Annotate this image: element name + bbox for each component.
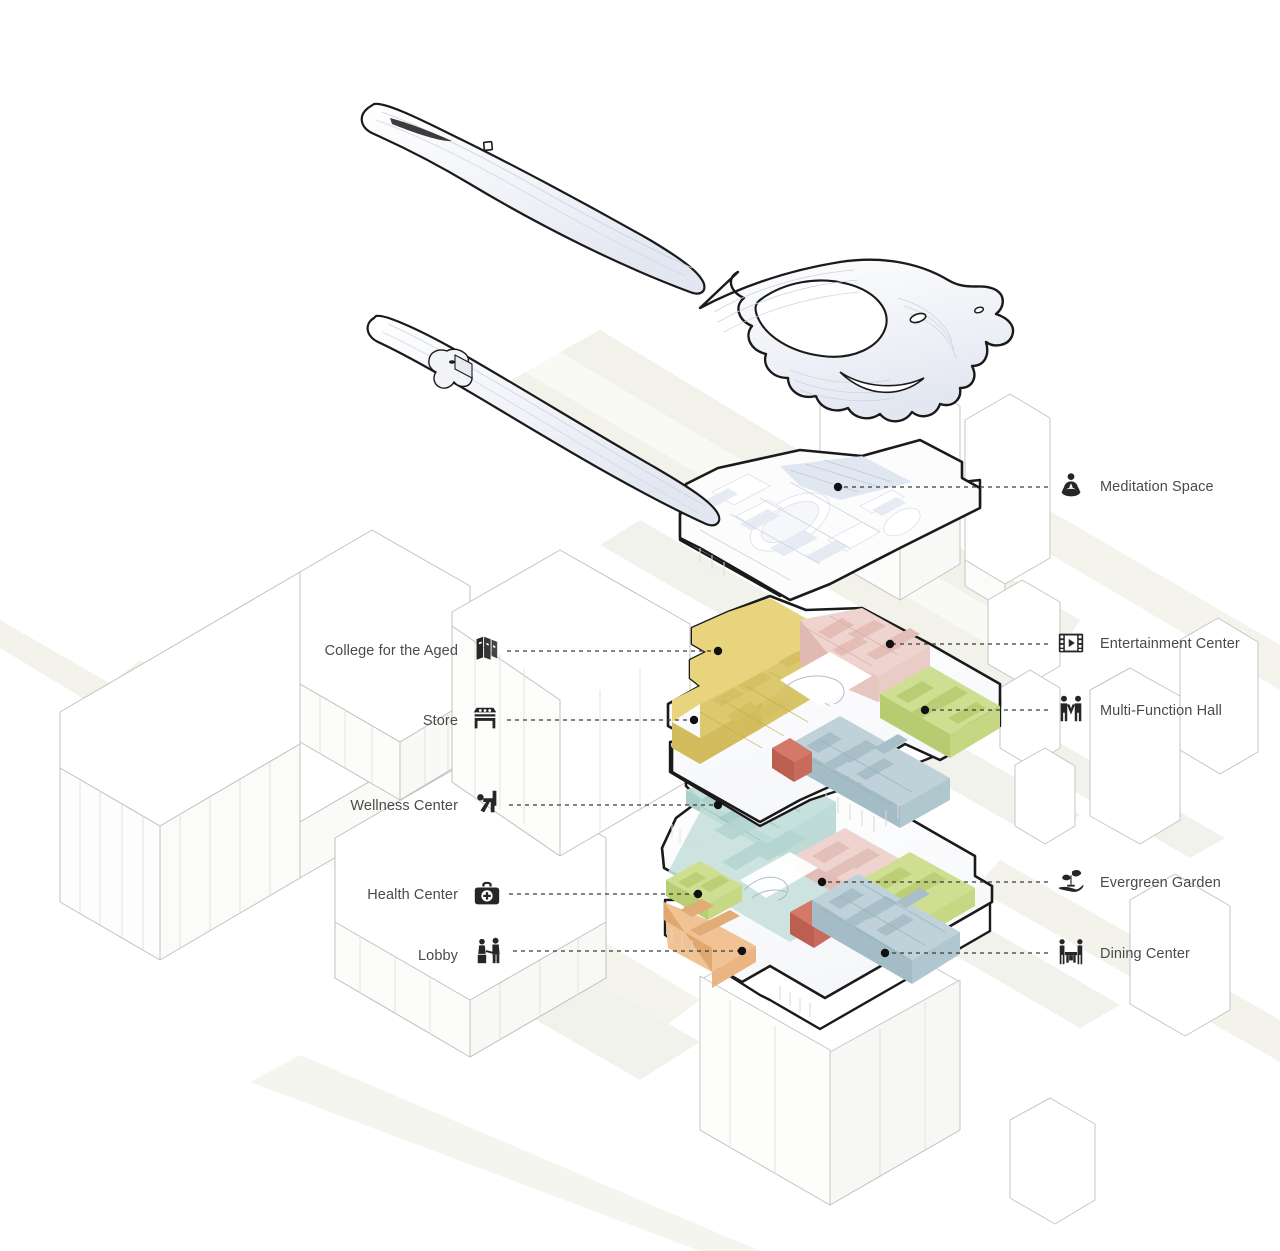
annotation-label-text-evergreen-garden: Evergreen Garden (1100, 875, 1221, 891)
zone-college-and-store (672, 598, 831, 764)
annotation-label-wellness-center[interactable]: Wellness Center (0, 799, 458, 814)
leader-dot-health-center (693, 889, 703, 899)
annotation-label-entertainment-center[interactable]: Entertainment Center (1100, 637, 1240, 652)
leader-dot-evergreen-garden (817, 877, 827, 887)
leader-dot-meditation-space (833, 482, 843, 492)
zone-red-core-middle (772, 738, 812, 782)
roof-oculus-tiny (973, 306, 985, 314)
leader-dot-entertainment-center (885, 639, 895, 649)
annotation-label-dining-center[interactable]: Dining Center (1100, 947, 1190, 962)
roof-tail-slot (390, 118, 452, 142)
books-icon (470, 633, 504, 667)
annotation-label-multi-function-hall[interactable]: Multi-Function Hall (1100, 704, 1222, 719)
annotation-label-text-meditation-space: Meditation Space (1100, 479, 1214, 495)
annotation-label-text-store: Store (422, 713, 458, 729)
annotation-label-text-health-center: Health Center (367, 887, 458, 903)
central-atrium-middle (780, 652, 872, 706)
annotation-label-college-for-the-aged[interactable]: College for the Aged (0, 644, 458, 659)
yoga-icon (472, 787, 506, 821)
annotation-label-text-lobby: Lobby (417, 948, 458, 964)
shop-icon (470, 703, 504, 737)
annotation-label-text-college-for-the-aged: College for the Aged (324, 643, 458, 659)
annotation-label-text-dining-center: Dining Center (1100, 946, 1190, 962)
zone-multi-function-hall (880, 666, 1000, 758)
context-buildings-left (59, 529, 691, 1058)
zone-green-left (666, 861, 742, 920)
leader-dot-lobby (737, 946, 747, 956)
leader-dot-store (689, 715, 699, 725)
plate-edge-ribs-upper (699, 548, 725, 576)
central-atrium-ground (740, 852, 818, 898)
roof-crescent-void (839, 371, 925, 394)
walkway-pavilion-node (428, 348, 473, 389)
plate-edge-ribs-middle (825, 790, 899, 832)
annotation-label-text-entertainment-center: Entertainment Center (1100, 636, 1240, 652)
leader-dot-wellness-center (713, 800, 723, 810)
zone-meditation-space (780, 456, 912, 500)
annotation-label-text-multi-function-hall: Multi-Function Hall (1100, 703, 1222, 719)
annotation-label-meditation-space[interactable]: Meditation Space (1100, 480, 1214, 495)
film-icon (1056, 628, 1090, 662)
meditation-icon (1056, 471, 1090, 505)
medical-bag-icon (472, 879, 506, 913)
people-hall-icon (1056, 694, 1090, 728)
atrium-curve-middle (781, 675, 845, 705)
annotation-label-health-center[interactable]: Health Center (0, 888, 458, 903)
reception-icon (474, 936, 508, 970)
upper-line-detail (699, 481, 881, 581)
annotation-label-lobby[interactable]: Lobby (0, 949, 458, 964)
roof-oculus-small (909, 312, 927, 324)
leader-endpoint-dots (689, 482, 930, 958)
dining-icon (1056, 937, 1090, 971)
canopy-roof (360, 102, 1015, 527)
leader-dot-dining-center (880, 948, 890, 958)
annotation-label-evergreen-garden[interactable]: Evergreen Garden (1100, 876, 1221, 891)
annotation-label-text-wellness-center: Wellness Center (350, 798, 458, 814)
zone-dining-center (812, 874, 960, 984)
leader-dot-college-for-the-aged (713, 646, 723, 656)
atrium-detail (743, 876, 789, 901)
annotation-label-store[interactable]: Store (0, 714, 458, 729)
roof-tail-aperture (482, 140, 494, 152)
leader-lines (507, 486, 1048, 954)
plant-hand-icon (1056, 866, 1090, 900)
zone-lobby (664, 899, 756, 988)
plate-edge-ribs (671, 928, 811, 1017)
leader-dot-multi-function-hall (920, 705, 930, 715)
floor-plate-middle (666, 594, 1002, 832)
zone-bluegrey-middle (790, 716, 950, 828)
